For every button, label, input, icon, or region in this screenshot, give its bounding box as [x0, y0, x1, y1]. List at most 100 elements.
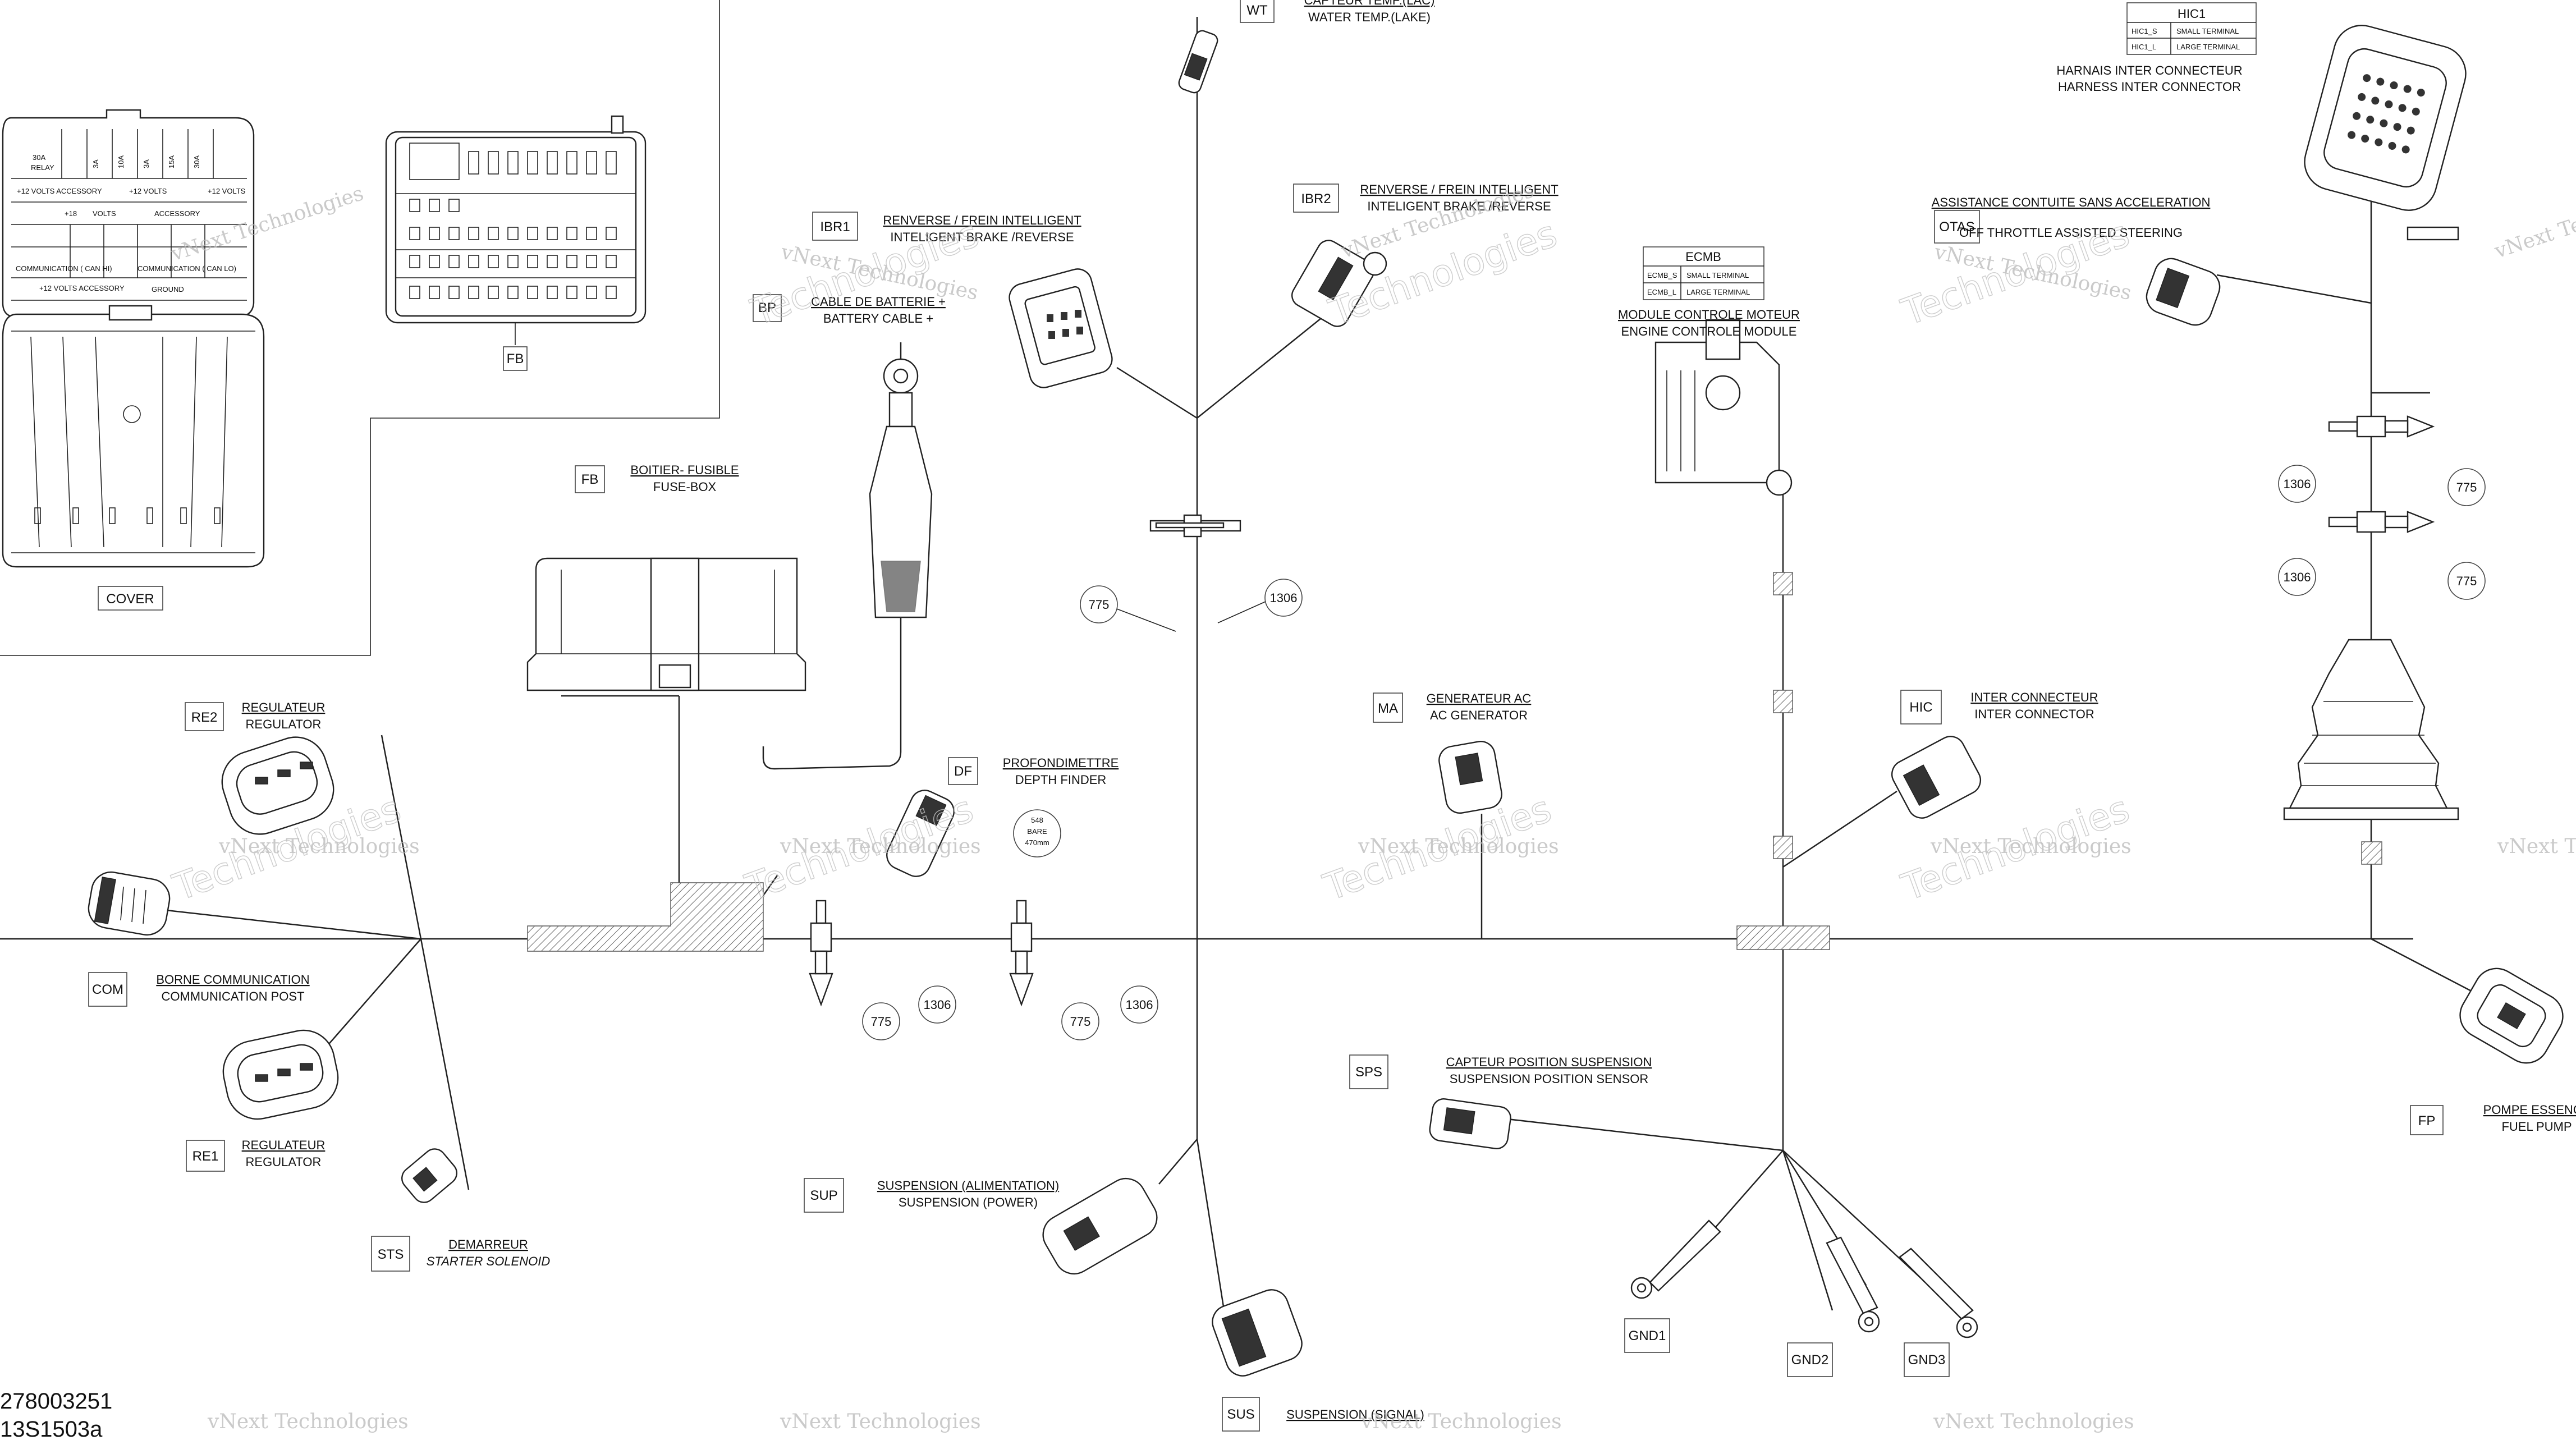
ibr1-fr: RENVERSE / FREIN INTELLIGENT: [883, 213, 1081, 227]
label-wt: WT CAPTEUR TEMP.(LAC) WATER TEMP.(LAKE): [1240, 0, 1434, 24]
label-df: DF PROFONDIMETTRE DEPTH FINDER 548 BARE …: [948, 756, 1119, 857]
watermark-7: vNext Technologies: [780, 835, 981, 858]
label-com: COM BORNE COMMUNICATION COMMUNICATION PO…: [88, 972, 310, 1007]
watermark-13: vNext Technologies: [1360, 1410, 1562, 1433]
inter-connector: [1891, 736, 1982, 819]
tag-ibr1: IBR1: [820, 219, 850, 235]
svg-text:1306: 1306: [924, 998, 951, 1012]
ecm-row-2-desc: LARGE TERMINAL: [1686, 288, 1750, 296]
ref-775-mid: 775: [1061, 1002, 1099, 1040]
ibr1-en: INTELIGENT BRAKE /REVERSE: [890, 230, 1074, 244]
harness-inter-connector-part: [2304, 25, 2467, 211]
fb-inset-tag: FB: [507, 351, 524, 366]
re1-regulator-connector: [222, 1029, 339, 1120]
drawing-footer: 278003251 13S1503a: [0, 1389, 112, 1440]
tag-ibr2: IBR2: [1301, 191, 1331, 207]
sts-fr: DEMARREUR: [448, 1237, 528, 1251]
svg-text:775: 775: [1070, 1015, 1091, 1029]
inset-border: [0, 0, 720, 656]
ref-775-center: 775: [1080, 585, 1118, 623]
ref-775-right-2: 775: [2447, 562, 2486, 600]
label-sus: SUS SUSPENSION (SIGNAL): [1222, 1397, 1424, 1432]
watermark-10: vNext Technologies: [2497, 835, 2576, 858]
sps-fr: CAPTEUR POSITION SUSPENSION: [1446, 1055, 1652, 1069]
tag-df: DF: [954, 764, 972, 779]
fuse-30a-label: 30A: [33, 153, 45, 162]
label-sts: STS DEMARREUR STARTER SOLENOID: [371, 1236, 550, 1272]
ground-terminals: [1630, 1219, 1978, 1338]
hic1-row-1-desc: SMALL TERMINAL: [2176, 27, 2239, 35]
fuel-pump-connector: [2459, 967, 2564, 1064]
tag-gnd1: GND1: [1629, 1328, 1666, 1343]
steering-boot: [2283, 639, 2459, 820]
re2-en: REGULATOR: [246, 717, 322, 731]
otas-connector: [2146, 226, 2459, 326]
tag-re2: RE2: [191, 710, 218, 725]
cover-label-box: [98, 586, 163, 611]
re1-fr: REGULATEUR: [242, 1138, 326, 1152]
suspension-signal-connector: [1212, 1289, 1303, 1377]
fuse-3a-label-3: 3A: [142, 159, 150, 168]
ma-en: AC GENERATOR: [1430, 708, 1528, 722]
watermark-6: vNext Technologies: [218, 835, 420, 858]
ref-775-left: 775: [862, 1002, 900, 1040]
tag-fp: FP: [2418, 1113, 2436, 1129]
suspension-power-connector: [1042, 1177, 1158, 1275]
volts-12-label-2: +12 VOLTS: [208, 187, 246, 195]
tag-ma: MA: [1378, 701, 1398, 716]
relay-label: RELAY: [31, 163, 54, 172]
label-hic: HIC INTER CONNECTEUR INTER CONNECTOR: [1900, 690, 2098, 724]
watermark-8: vNext Technologies: [1358, 835, 1559, 858]
wt-fr: CAPTEUR TEMP.(LAC): [1304, 0, 1435, 7]
svg-text:775: 775: [2456, 574, 2477, 588]
accessory-label: ACCESSORY: [154, 209, 200, 218]
label-ibr1: IBR1 RENVERSE / FREIN INTELLIGENT INTELI…: [812, 212, 1081, 244]
com-fr: BORNE COMMUNICATION: [156, 973, 309, 987]
tag-sps: SPS: [1355, 1065, 1382, 1080]
part-reference-bubbles: 775 1306 775 1306 775 1306 1306 775 1306…: [862, 465, 2486, 1040]
ecm-title: ECMB: [1685, 250, 1721, 264]
cover-label: COVER: [106, 591, 154, 607]
engine-control-module-connector: [1654, 319, 1793, 496]
hic1-en: HARNESS INTER CONNECTOR: [2058, 80, 2241, 94]
label-bp: BP CABLE DE BATTERIE + BATTERY CABLE +: [753, 294, 946, 325]
tag-wt: WT: [1246, 3, 1268, 18]
battery-cable-terminal: [869, 358, 933, 618]
ref-1306-mid: 1306: [1120, 985, 1158, 1024]
watermark-11: vNext Technologies: [207, 1410, 409, 1433]
splice-clip-mid: [1009, 900, 1034, 1007]
otas-en-line: OFF THROTTLE ASSISTED STEERING: [1959, 226, 2183, 240]
sup-en: SUSPENSION (POWER): [899, 1195, 1038, 1209]
re2-fr: REGULATEUR: [242, 700, 326, 714]
depth-note-1: 548: [1031, 816, 1043, 824]
hic1-row-2-code: HIC1_L: [2132, 43, 2156, 51]
label-re1: RE1 REGULATEUR REGULATOR: [186, 1138, 326, 1172]
svg-text:1306: 1306: [2284, 477, 2311, 491]
tag-sus: SUS: [1227, 1407, 1254, 1422]
water-temp-sensor: [1178, 30, 1218, 94]
tag-hic: HIC: [1909, 700, 1932, 715]
fuse-3a-label-5: 30A: [192, 155, 201, 168]
ibr1-connector: [1009, 268, 1113, 388]
ecm-en: ENGINE CONTROLE MODULE: [1621, 324, 1797, 338]
volts-plain-label: VOLTS: [93, 209, 116, 218]
ground-label: GROUND: [152, 285, 184, 293]
bp-fr: CABLE DE BATTERIE +: [811, 295, 946, 309]
comm-can-hi-label: COMMUNICATION ( CAN HI): [16, 264, 112, 273]
splice-clip-right-2: [2328, 511, 2435, 533]
bp-en: BATTERY CABLE +: [823, 311, 933, 325]
fb-fr: BOITIER- FUSIBLE: [630, 463, 739, 477]
tape-wraps: [527, 572, 2382, 952]
splice-clip-right-1: [2328, 415, 2435, 438]
part-number: 278003251: [0, 1389, 112, 1414]
label-fp: FP POMPE ESSENCE FUEL PUMP: [2410, 1103, 2576, 1135]
fuse-box-inset: 30A RELAY 3A 10A 3A 15A 30A +12 VOLTS AC…: [0, 0, 720, 656]
ecm-fr: MODULE CONTROLE MOTEUR: [1618, 308, 1800, 322]
otas-fr-line: ASSISTANCE CONTUITE SANS ACCELERATION: [1932, 195, 2211, 209]
label-otas: OTAS ASSISTANCE CONTUITE SANS ACCELERATI…: [1932, 195, 2211, 244]
ecm-row-1-code: ECMB_S: [1647, 271, 1677, 279]
svg-text:1306: 1306: [1126, 998, 1153, 1012]
tag-fb: FB: [581, 472, 599, 487]
ref-1306-right-1: 1306: [2278, 465, 2316, 503]
